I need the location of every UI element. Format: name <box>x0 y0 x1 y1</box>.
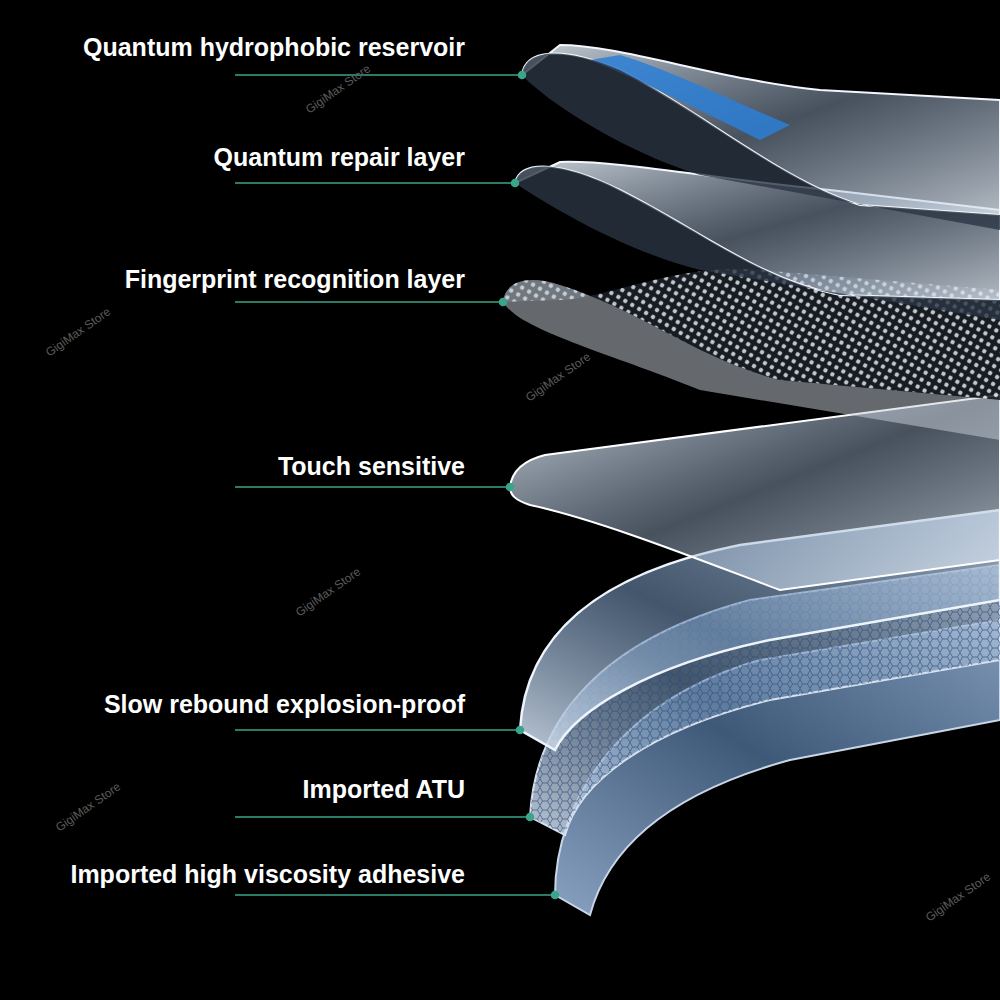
layer-label: Imported high viscosity adhesive <box>70 861 465 889</box>
watermark: GigiMax Store <box>43 304 113 359</box>
layer-label: Fingerprint recognition layer <box>125 266 465 294</box>
layer-label: Quantum hydrophobic reservoir <box>83 34 465 62</box>
leader-lines <box>235 72 559 899</box>
layer-label: Slow rebound explosion-proof <box>104 691 465 719</box>
watermark: GigiMax Store <box>293 564 363 619</box>
watermark: GigiMax Store <box>53 779 123 834</box>
layer-label: Touch sensitive <box>278 453 465 481</box>
watermark: GigiMax Store <box>923 869 993 924</box>
layer-label: Quantum repair layer <box>214 144 465 172</box>
watermark: GigiMax Store <box>303 61 373 116</box>
watermark: GigiMax Store <box>523 349 593 404</box>
layer-label: Imported ATU <box>303 776 466 804</box>
